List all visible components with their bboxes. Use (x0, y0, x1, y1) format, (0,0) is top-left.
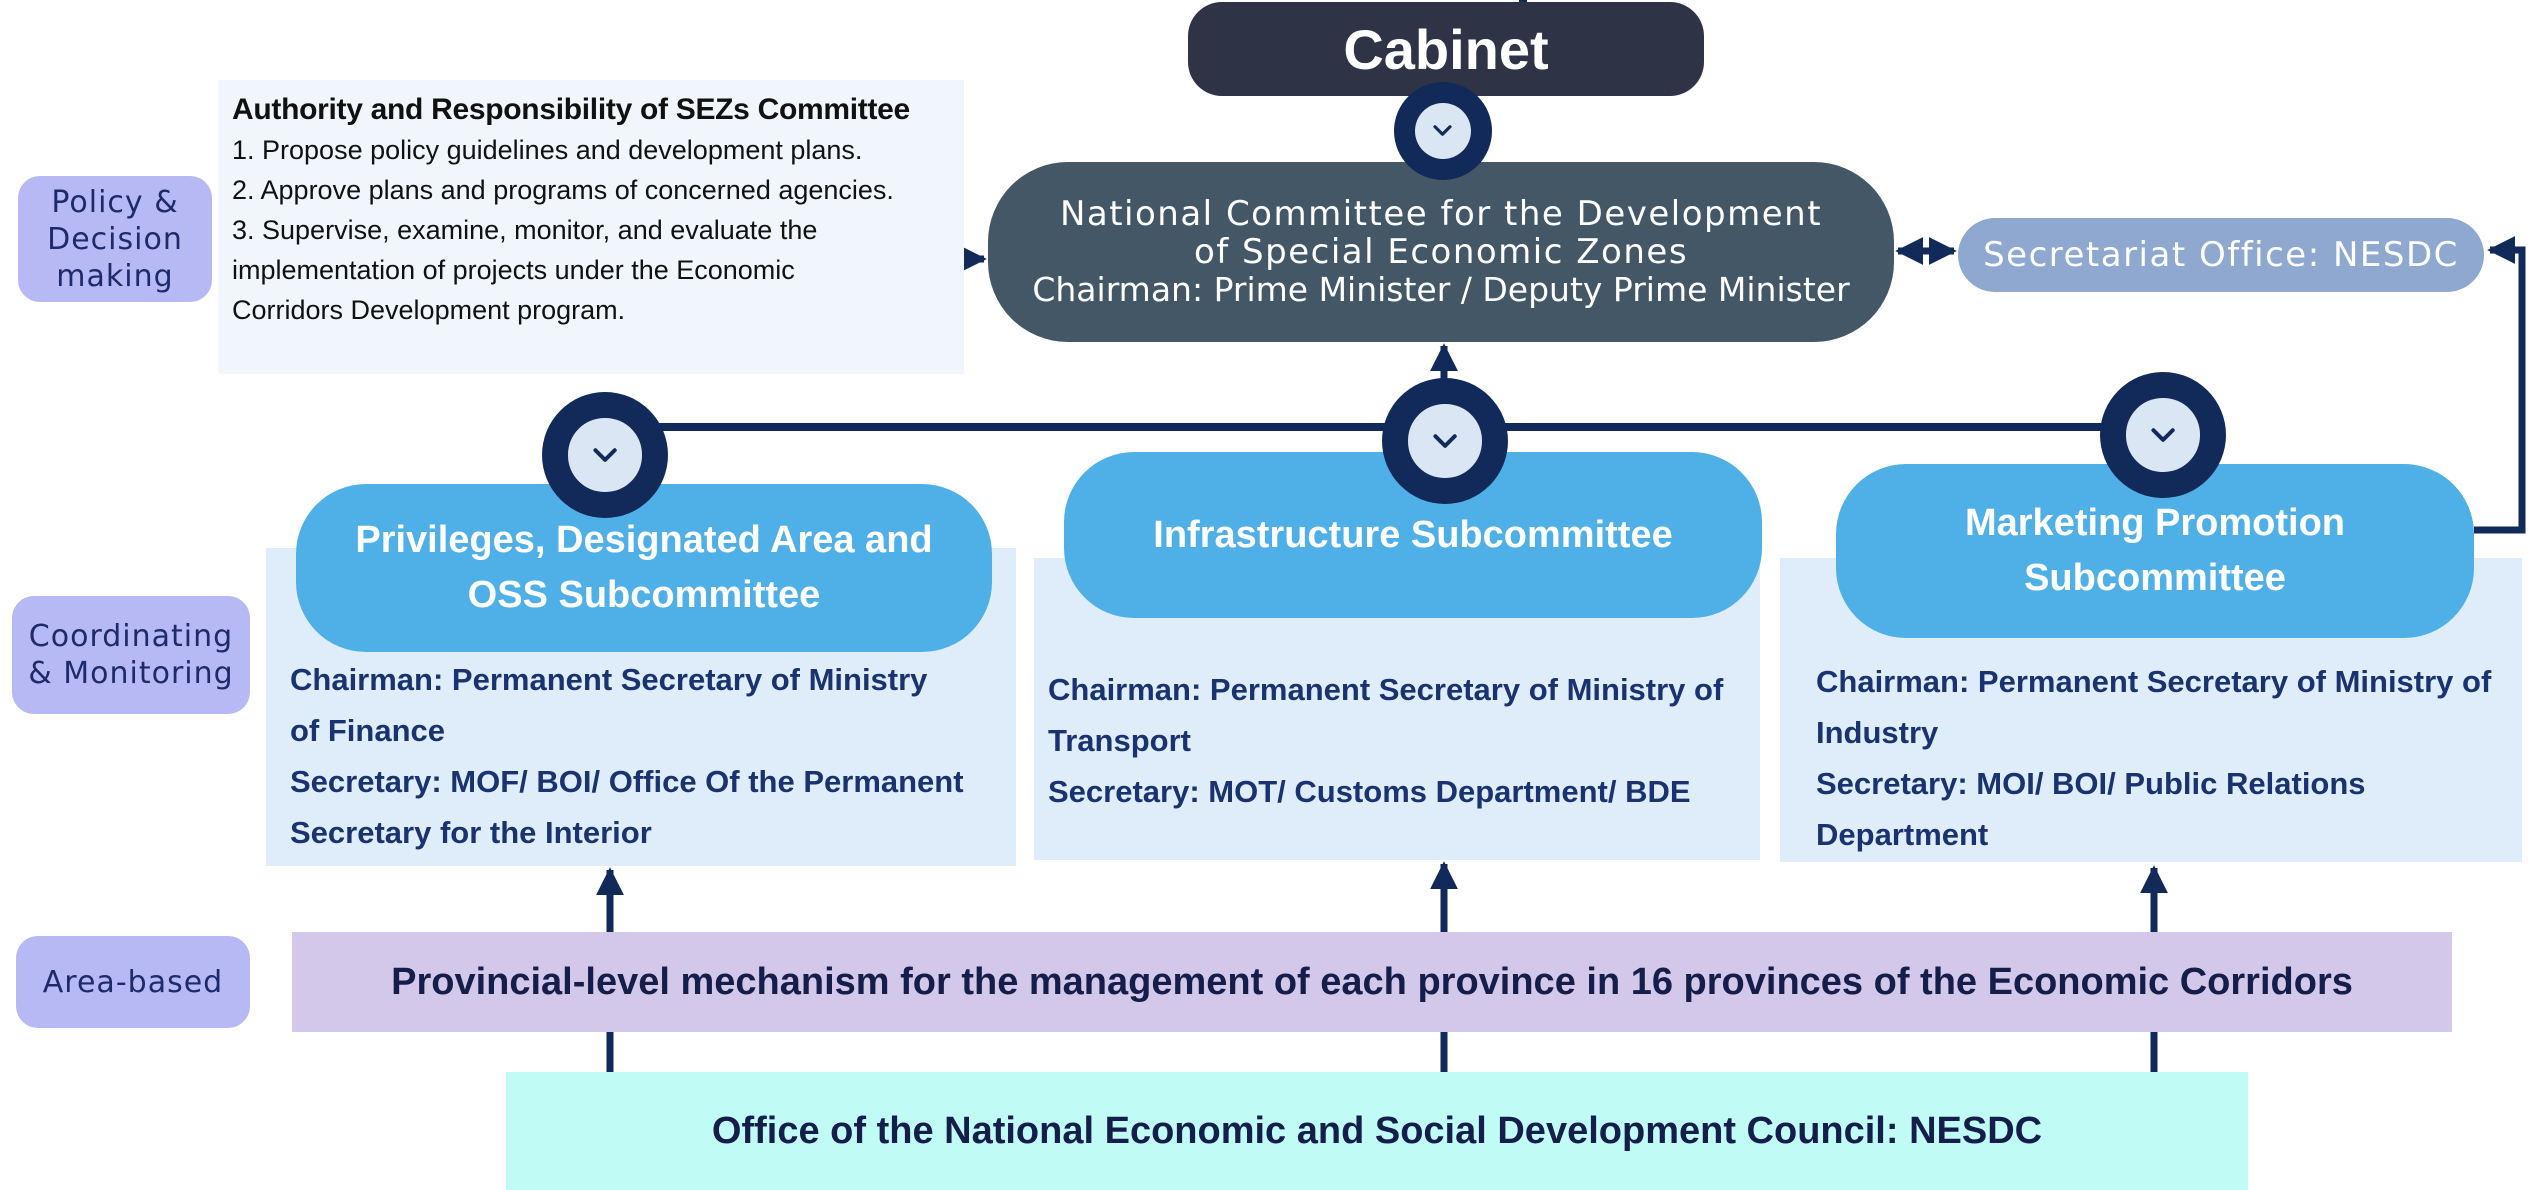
authority-heading: Authority and Responsibility of SEZs Com… (232, 93, 910, 126)
national-committee-chairman: Chairman: Prime Minister / Deputy Prime … (1032, 270, 1850, 309)
secretariat-label: Secretariat Office: NESDC (1983, 235, 2459, 275)
national-committee-line: of Special Economic Zones (1193, 232, 1689, 272)
subcommittee-title-line: Privileges, Designated Area and (355, 519, 933, 561)
subcommittee-title-line: Infrastructure Subcommittee (1153, 513, 1673, 556)
subcommittee-detail-line: Transport (1048, 723, 1191, 758)
subcommittee-detail-line: Secretary for the Interior (290, 815, 652, 850)
subcommittee-title-line: Subcommittee (2024, 557, 2286, 599)
policy-decision-label: Policy & Decision making (18, 176, 212, 302)
chevron-down-icon (2151, 428, 2175, 442)
secretariat-office: Secretariat Office: NESDC (1958, 218, 2484, 292)
cabinet-connector-circle (1394, 82, 1492, 180)
subcommittee-detail-line: Industry (1816, 715, 1939, 750)
subcommittee-detail-line: Department (1816, 817, 1989, 852)
province-mechanism-band: Provincial-level mechanism for the manag… (292, 932, 2452, 1032)
authority-line: 1. Propose policy guidelines and develop… (232, 135, 863, 165)
subcommittee-title-line: OSS Subcommittee (467, 574, 821, 616)
subcommittee-detail-line: Secretary: MOT/ Customs Department/ BDE (1048, 774, 1691, 809)
subcommittee-detail-line: of Finance (290, 713, 446, 748)
nesdc-office-band: Office of the National Economic and Soci… (506, 1072, 2248, 1190)
subcommittee-title-privileges: Privileges, Designated Area and OSS Subc… (296, 484, 992, 652)
cabinet-title: Cabinet (1343, 17, 1549, 81)
infrastructure-connector-circle (1382, 378, 1508, 504)
arrow-marketing-to-secretariat (2474, 236, 2526, 534)
nesdc-office-text: Office of the National Economic and Soci… (711, 1109, 2043, 1152)
authority-line: 3. Supervise, examine, monitor, and eval… (232, 215, 818, 245)
province-mechanism-text: Provincial-level mechanism for the manag… (391, 960, 2353, 1003)
chevron-down-icon (1433, 125, 1453, 137)
authority-line: implementation of projects under the Eco… (232, 255, 795, 285)
marketing-connector-circle (2100, 372, 2226, 498)
privileges-connector-circle (542, 392, 668, 518)
chevron-down-icon (593, 448, 617, 462)
subcommittee-detail-line: Secretary: MOI/ BOI/ Public Relations (1816, 766, 2366, 801)
subcommittee-detail-line: Chairman: Permanent Secretary of Ministr… (1816, 664, 2492, 699)
subcommittee-detail-line: Secretary: MOF/ BOI/ Office Of the Perma… (290, 764, 964, 799)
authority-line: 2. Approve plans and programs of concern… (232, 175, 894, 205)
cabinet-box: Cabinet (1188, 2, 1704, 96)
authority-line: Corridors Development program. (232, 295, 626, 325)
area-based-label: Area-based (16, 936, 250, 1028)
subcommittee-detail-line: Chairman: Permanent Secretary of Ministr… (1048, 672, 1724, 707)
chevron-down-icon (1433, 434, 1457, 448)
national-committee-line: National Committee for the Development (1059, 194, 1823, 234)
subcommittee-detail-line: Chairman: Permanent Secretary of Ministr… (290, 662, 928, 697)
coordinating-monitoring-label: Coordinating & Monitoring (12, 596, 250, 714)
authority-box: Authority and Responsibility of SEZs Com… (218, 80, 964, 374)
subcommittee-title-line: Marketing Promotion (1964, 502, 2346, 544)
national-committee-box: National Committee for the Development o… (988, 162, 1894, 342)
